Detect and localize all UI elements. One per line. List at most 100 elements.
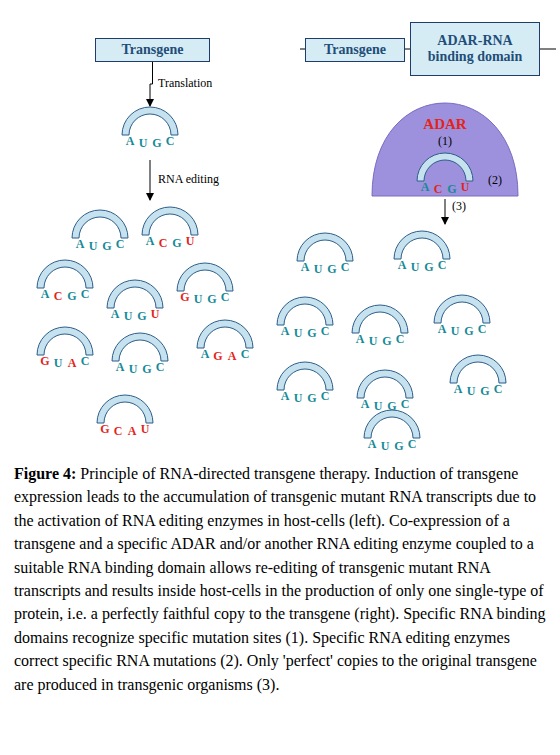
rna-transcript: AUGC [275,357,335,407]
nucleotide-letter: G [39,355,51,368]
rna-arch-outline [277,297,333,325]
rna-arch-outline [142,207,198,235]
nucleotide-letter: C [79,355,91,368]
rna-arch-outline [277,362,333,390]
nucleotide-letter: A [396,259,408,272]
nucleotide-letter: C [432,183,444,196]
rna-arch-outline [417,153,473,181]
nucleotide-letter: A [452,383,464,396]
gene-label: Transgene [122,42,184,58]
nucleotide-letter: U [122,310,134,323]
nucleotide-letter: A [114,361,126,374]
nucleotide-letter: U [87,240,99,253]
callout-number: (3) [452,199,466,213]
gene-box: ADAR-RNA binding domain [410,22,540,76]
nucleotide-letter: C [492,383,504,396]
nucleotide-letter: A [354,333,366,346]
nucleotide-letter: G [212,350,224,363]
rna-transcript: ACGU [415,148,475,198]
flow-arrow [150,62,153,106]
rna-transcript: AUGC [448,350,508,400]
caption-prefix: Figure 4: [14,465,76,482]
nucleotide-letter: G [326,263,338,276]
rna-transcript: GCAU [95,390,155,440]
nucleotide-letter: G [101,240,113,253]
rna-transcript: AUGC [392,226,452,276]
rna-transcript: AUGC [350,300,410,350]
nucleotide-letter: C [319,390,331,403]
nucleotide-letter: C [164,135,176,148]
nucleotide-letter: U [409,261,421,274]
nucleotide-letter: A [279,325,291,338]
rna-arch-outline [97,395,153,423]
nucleotide-letter: G [393,440,405,453]
rna-arch-outline [352,305,408,333]
nucleotide-letter: U [149,308,161,321]
edge-label: Translation [156,76,214,90]
gene-label: Transgene [324,42,386,58]
rna-transcript: GUGC [175,258,235,308]
nucleotide-letter: G [206,293,218,306]
rna-arch-outline [107,280,163,308]
nucleotide-letter: C [476,323,488,336]
rna-arch-outline [122,107,178,135]
nucleotide-letter: U [192,293,204,306]
rna-transcript: AUGC [120,102,180,152]
rna-transcript: AUGC [432,290,492,340]
nucleotide-letter: U [379,440,391,453]
nucleotide-letter: G [99,423,111,436]
rna-arch-outline [197,320,253,348]
nucleotide-letter: A [126,425,138,438]
nucleotide-letter: A [124,135,136,148]
nucleotide-letter: U [292,392,304,405]
nucleotide-letter: G [423,261,435,274]
rna-transcript: AUGC [355,365,415,415]
nucleotide-letter: C [339,261,351,274]
nucleotide-letter: U [137,137,149,150]
rna-transcript: GUAC [35,322,95,372]
rna-arch-outline [72,210,128,238]
nucleotide-letter: U [465,385,477,398]
rna-transcript: AUGC [295,228,355,278]
step-label: RNA editing [158,172,219,186]
nucleotide-letter: U [127,363,139,376]
nucleotide-letter: U [139,423,151,436]
rna-arch-outline [297,233,353,261]
nucleotide-letter: C [79,288,91,301]
nucleotide-letter: C [157,237,169,250]
nucleotide-letter: C [239,348,251,361]
nucleotide-letter: C [52,290,64,303]
enzyme-name: ADAR [370,116,520,133]
rna-arch-outline [112,333,168,361]
nucleotide-letter: C [436,259,448,272]
nucleotide-letter: G [463,325,475,338]
rna-arch-outline [37,260,93,288]
figure-caption: Figure 4: Principle of RNA-directed tran… [14,462,546,696]
rna-transcript: AUGC [70,205,130,255]
rna-transcript: AUGU [105,275,165,325]
nucleotide-letter: A [299,261,311,274]
nucleotide-letter: G [179,291,191,304]
rna-arch-outline [357,370,413,398]
rna-transcript: AUGC [110,328,170,378]
nucleotide-letter: G [66,290,78,303]
nucleotide-letter: G [306,392,318,405]
gene-label: ADAR-RNA binding domain [420,33,530,65]
nucleotide-letter: A [109,308,121,321]
nucleotide-letter: A [39,288,51,301]
nucleotide-letter: A [66,357,78,370]
rna-transcript: ACGC [35,255,95,305]
nucleotide-letter: G [381,335,393,348]
nucleotide-letter: A [279,390,291,403]
nucleotide-letter: C [154,361,166,374]
nucleotide-letter: U [372,400,384,413]
correction-arrow [445,199,446,224]
nucleotide-letter: U [312,263,324,276]
nucleotide-letter: G [446,183,458,196]
nucleotide-letter: C [399,398,411,411]
rna-arch-outline [37,327,93,355]
nucleotide-letter: C [112,425,124,438]
nucleotide-letter: U [184,235,196,248]
rna-arch-outline [434,295,490,323]
